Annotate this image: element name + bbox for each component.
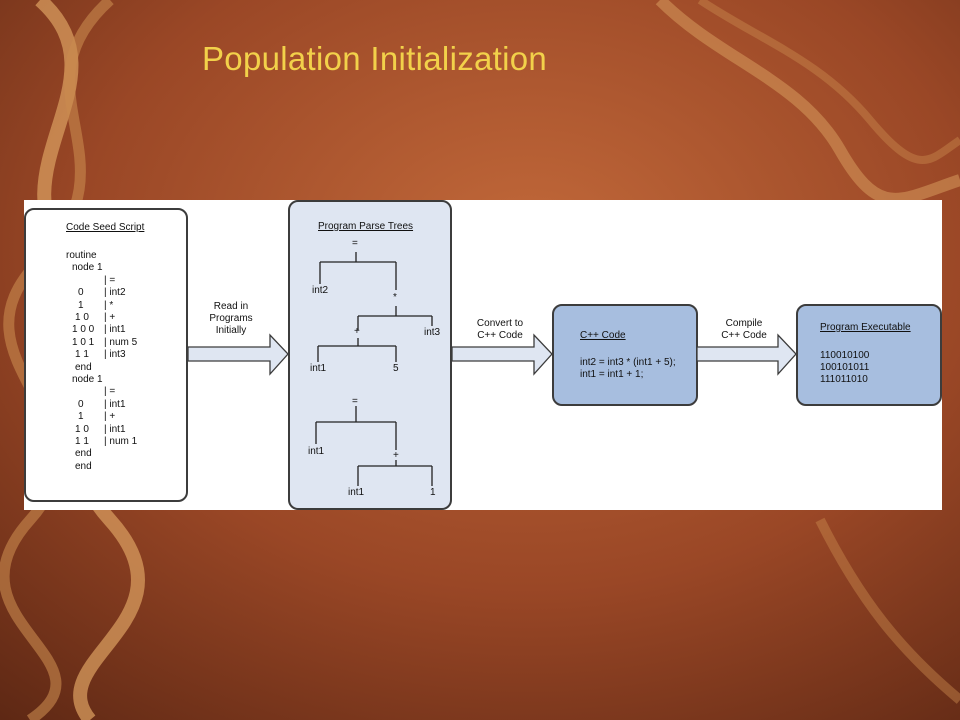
code-seed-script-title: Code Seed Script [66,222,145,233]
seed-line: 1 0 | int1 [66,424,186,436]
convert-label: Convert to C++ Code [476,318,524,341]
seed-line-value: | = [104,386,116,398]
seed-line-value: | int1 [104,398,126,410]
seed-line: | = [66,386,186,398]
seed-line: | = [66,275,186,287]
cpp-line-2: int1 = int1 + 1; [580,369,644,380]
tree1-root-equals: = [352,238,358,249]
compile-label: Compile C++ Code [721,318,767,341]
seed-line-value: | num 1 [104,436,138,447]
tree2-root-equals: = [352,396,358,407]
tree2-one: 1 [430,487,436,498]
seed-line-path: 1 0 0 [72,324,95,336]
seed-line-value: | * [104,299,114,311]
seed-line: routine [66,250,186,262]
read-in-label: Read in Programs Initially [209,301,253,336]
seed-line-value: | + [104,411,116,423]
seed-line-path: 1 [78,299,84,311]
seed-line-path: 1 0 1 [72,336,95,348]
tree1-int1: int1 [310,363,327,374]
seed-line-path: node 1 [72,374,103,385]
tree2-int1-leaf: int1 [348,487,365,498]
seed-line-path: end [75,448,92,460]
seed-line-value: | + [104,312,116,323]
cpp-line-1: int2 = int3 * (int1 + 5); [580,357,676,368]
program-executable-title: Program Executable [820,322,911,333]
seed-line-path: end [75,361,92,373]
seed-line: 1 | + [66,411,186,423]
seed-line-path: 0 [78,398,84,410]
seed-line-path: 1 1 [75,436,89,447]
tree1-int2: int2 [312,285,329,296]
seed-line: 1 0 0 | int1 [66,324,186,336]
seed-line-value: | int3 [104,349,126,361]
seed-line-path: routine [66,250,97,261]
seed-line: end [66,362,186,374]
tree1-multiply: * [393,292,397,303]
seed-line: 1 1 | num 1 [66,436,186,448]
parse-trees-title: Program Parse Trees [318,221,414,232]
seed-line: end [66,448,186,460]
seed-line: end [66,461,186,473]
seed-line-value: | int1 [104,423,126,435]
seed-line: node 1 [66,262,186,274]
seed-line-path: node 1 [72,262,103,274]
seed-line-path: 1 1 [75,349,89,361]
seed-line: 1 0 1 | num 5 [66,337,186,349]
exe-line-1: 110010100 [820,350,870,361]
seed-line-path: 1 [78,411,84,423]
parse-trees-box: Program Parse Trees [288,200,452,510]
tree1-int3: int3 [424,327,441,338]
seed-line: 1 0 | + [66,312,186,324]
seed-line-value: | int2 [104,287,126,299]
program-executable-box: Program Executable 110010100 100101011 1… [796,304,942,406]
cpp-code-box: C++ Code int2 = int3 * (int1 + 5); int1 … [552,304,698,406]
seed-line: 0 | int1 [66,399,186,411]
seed-line-path: end [75,460,92,472]
exe-line-3: 111011010 [820,374,868,385]
seed-line: 0 | int2 [66,287,186,299]
cpp-code-title: C++ Code [580,330,626,341]
seed-line: 1 | * [66,300,186,312]
seed-line-value: | int1 [104,324,126,336]
tree1-five: 5 [393,363,399,374]
exe-line-2: 100101011 [820,362,870,373]
tree2-plus: + [393,450,399,461]
seed-line-path: 1 0 [75,312,89,323]
seed-line-path: 1 0 [75,423,89,435]
seed-line: 1 1 | int3 [66,349,186,361]
seed-line-value: | num 5 [104,336,138,348]
tree1-plus: + [354,326,360,337]
seed-line-value: | = [104,274,116,286]
tree2-int1: int1 [308,446,325,457]
seed-line-path: 0 [78,287,84,299]
slide-title: Population Initialization [202,40,548,77]
seed-line: node 1 [66,374,186,386]
